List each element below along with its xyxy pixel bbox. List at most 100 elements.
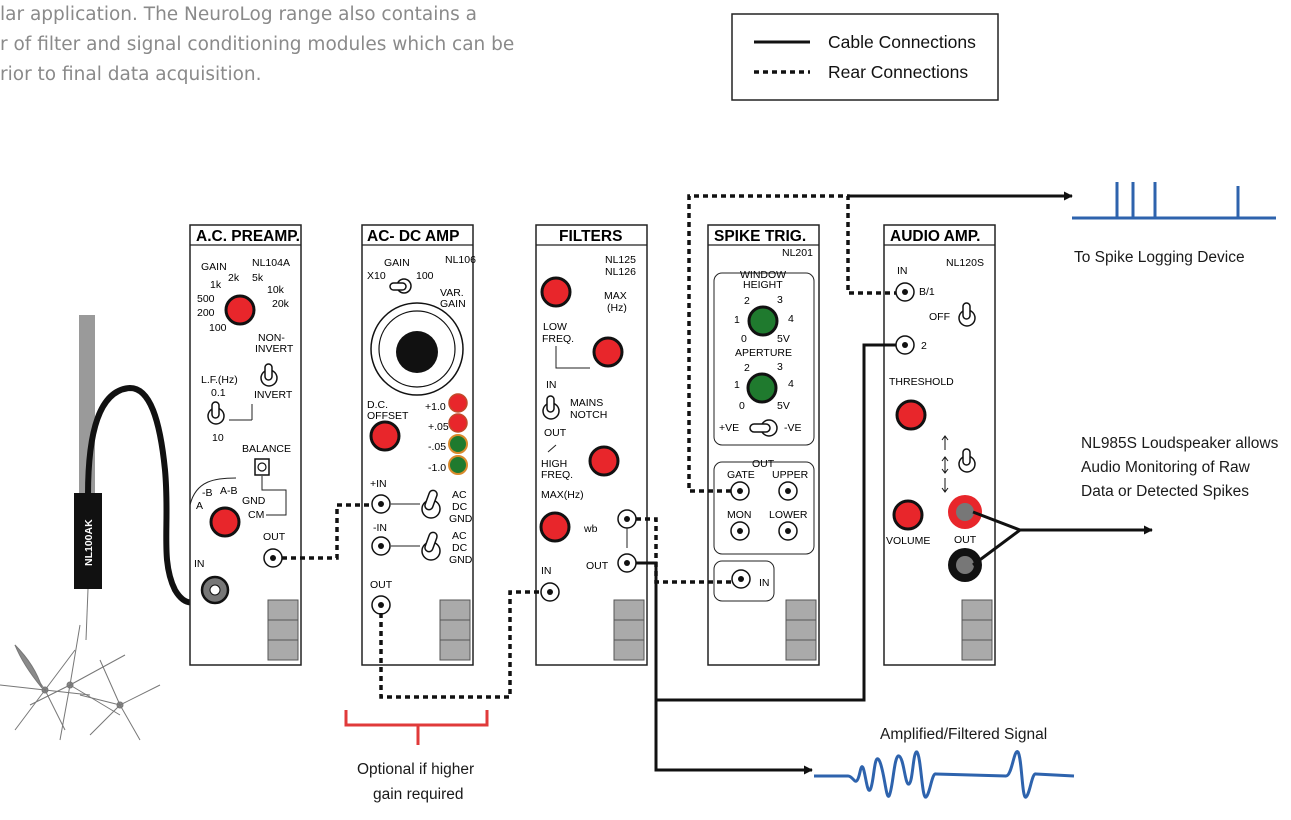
off-label: OFF	[929, 311, 950, 323]
aperture-dial-5v: 5V	[777, 400, 790, 412]
gain-toggle[interactable]	[389, 278, 412, 294]
b1-label: B/1	[919, 286, 935, 298]
in-socket[interactable]	[731, 569, 751, 589]
gain-label: GAIN	[384, 257, 410, 269]
in-socket[interactable]	[200, 575, 230, 605]
pos-in-coupling-toggle[interactable]	[421, 489, 441, 519]
aperture-knob[interactable]	[746, 372, 778, 404]
lf-10: 10	[212, 432, 224, 444]
probe-wire	[85, 588, 89, 641]
module-title: SPIKE TRIG.	[714, 228, 806, 245]
gain-knob[interactable]	[224, 294, 256, 326]
spike-device-caption: To Spike Logging Device	[1074, 249, 1245, 266]
height-dial-4: 4	[788, 313, 794, 325]
gain-10k: 10k	[267, 284, 285, 296]
polarity-neg: -VE	[784, 422, 802, 434]
height-dial-1: 1	[734, 314, 740, 326]
gain-2k: 2k	[228, 272, 240, 284]
threshold-label: THRESHOLD	[889, 376, 954, 388]
aperture-dial-0: 0	[739, 400, 745, 412]
rear-preamp-to-acdc	[282, 503, 372, 560]
gnd-label: GND	[242, 495, 266, 507]
polarity-pos: +VE	[719, 422, 739, 434]
module-release-tab	[613, 599, 645, 661]
gain-20k: 20k	[272, 298, 290, 310]
mains-notch-toggle[interactable]	[542, 395, 560, 420]
gain-5k: 5k	[252, 272, 264, 284]
in-2-socket[interactable]	[895, 335, 915, 355]
notch-out-label: OUT	[544, 427, 567, 439]
model-number: NL125	[605, 254, 636, 266]
rear-acdc-to-filters	[379, 590, 541, 699]
neg-ac: AC	[452, 530, 467, 542]
neg-in-coupling-toggle[interactable]	[421, 531, 441, 561]
model-number: NL104A	[252, 257, 290, 269]
var-gain-dial[interactable]	[370, 302, 464, 396]
high-freq-max-knob[interactable]	[539, 511, 571, 543]
loudspeaker-caption-1: NL985S Loudspeaker allows	[1081, 435, 1279, 452]
window-height-knob[interactable]	[747, 305, 779, 337]
in-label: IN	[897, 265, 908, 277]
module-title: AC- DC AMP	[367, 228, 459, 245]
speaker-out-red[interactable]	[948, 495, 982, 529]
input-selector-knob[interactable]	[209, 506, 241, 538]
pos-dc: DC	[452, 501, 468, 513]
legend-rear-label: Rear Connections	[828, 62, 968, 82]
selector-a: A	[196, 500, 203, 512]
neg-in-socket[interactable]	[371, 536, 391, 556]
out-socket[interactable]	[263, 548, 283, 568]
threshold-knob[interactable]	[895, 399, 927, 431]
lf-0-1: 0.1	[211, 387, 226, 399]
module-release-tab	[439, 599, 471, 661]
hz-label: (Hz)	[607, 302, 627, 314]
balance-trimmer[interactable]	[254, 458, 270, 476]
lower-socket[interactable]	[778, 521, 798, 541]
power-toggle[interactable]	[958, 302, 976, 327]
loudspeaker-caption-2: Audio Monitoring of Raw	[1081, 459, 1251, 476]
upper-socket[interactable]	[778, 481, 798, 501]
out-socket[interactable]	[617, 553, 637, 573]
in-b1-socket[interactable]	[895, 282, 915, 302]
low-freq-knob[interactable]	[592, 336, 624, 368]
dc-label-1: D.C.	[367, 399, 388, 411]
led-label-4: -1.0	[428, 462, 446, 474]
maxhz-label: MAX(Hz)	[541, 489, 584, 501]
gain-100: 100	[416, 270, 434, 282]
dc-offset-knob[interactable]	[369, 420, 401, 452]
height-dial-0: 0	[741, 333, 747, 345]
low-label-2: FREQ.	[542, 333, 574, 345]
led-label-1: +1.0	[425, 401, 446, 413]
mon-socket[interactable]	[730, 521, 750, 541]
volume-knob[interactable]	[892, 499, 924, 531]
aperture-dial-4: 4	[788, 378, 794, 390]
high-freq-knob[interactable]	[588, 445, 620, 477]
wb-socket[interactable]	[617, 509, 637, 529]
speaker-out-black[interactable]	[948, 548, 982, 582]
polarity-toggle[interactable]	[749, 419, 778, 437]
probe-cable	[85, 384, 217, 606]
module-release-tab	[961, 599, 993, 661]
mains-label-2: NOTCH	[570, 409, 607, 421]
neuron-cluster	[0, 624, 161, 741]
mon-label: MON	[727, 509, 752, 521]
amplified-waveform	[814, 750, 1075, 799]
lf-toggle[interactable]	[207, 401, 225, 425]
pos-in-socket[interactable]	[371, 494, 391, 514]
neuron	[0, 644, 91, 731]
led-label-3: -.05	[428, 441, 446, 453]
low-freq-max-knob[interactable]	[540, 276, 572, 308]
in-socket[interactable]	[540, 582, 560, 602]
var-label-1: VAR.	[440, 287, 464, 299]
cable-speaker-black	[972, 528, 1021, 567]
gate-socket[interactable]	[730, 481, 750, 501]
invert-toggle[interactable]	[260, 363, 278, 387]
model-number: NL126	[605, 266, 636, 278]
out-group-label: OUT	[752, 458, 775, 470]
gain-500: 500	[197, 293, 215, 305]
gate-label: GATE	[727, 469, 755, 481]
led-indicator	[448, 455, 468, 475]
out-socket[interactable]	[371, 595, 391, 615]
dc-label-2: OFFSET	[367, 410, 409, 422]
mode-toggle[interactable]	[958, 448, 976, 473]
